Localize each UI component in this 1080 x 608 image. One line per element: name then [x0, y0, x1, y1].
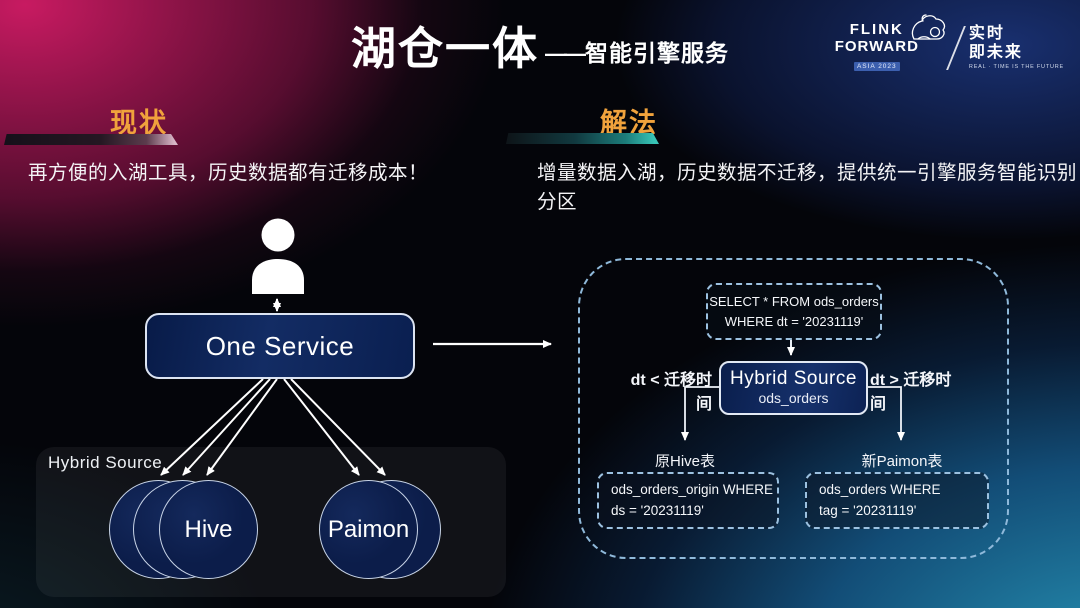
section-desc-current: 再方便的入湖工具，历史数据都有迁移成本！ [28, 162, 429, 184]
slide-title-row: 湖仓一体 —— 智能引擎服务 [0, 24, 1080, 74]
branch-label-paimon: 新Paimon表 [861, 453, 943, 470]
sql-query-line1: SELECT * FROM ods_orders [709, 294, 879, 309]
hive-result-line2: ds = '20231119' [611, 502, 704, 518]
one-service-box: One Service [145, 313, 415, 379]
section-underline-current [4, 134, 178, 145]
hybrid-source-box-title: Hybrid Source [730, 368, 857, 390]
hybrid-source-box-table: ods_orders [758, 390, 829, 407]
branch-label-hive: 原Hive表 [654, 453, 715, 470]
condition-label-left: dt < 迁移时间 [630, 372, 712, 413]
paimon-result-line1: ods_orders WHERE [819, 482, 941, 498]
solution-dashed-container [578, 258, 1009, 559]
logo-text-flink: FLINK [849, 21, 904, 38]
logo-slogan-line2: 即未来 [968, 43, 1023, 61]
paimon-circle-front: Paimon [319, 480, 418, 579]
hive-circle-front: Hive [159, 480, 258, 579]
paimon-label: Paimon [327, 515, 410, 543]
section-underline-solution [506, 133, 659, 144]
hive-result-box: ods_orders_origin WHERE ds = '20231119' [597, 472, 779, 529]
section-label-current: 现状 [110, 108, 168, 138]
squirrel-icon [911, 14, 946, 40]
hive-label: Hive [184, 515, 233, 543]
page-title: 湖仓一体 [350, 23, 539, 74]
paimon-result-line2: tag = '20231119' [819, 502, 917, 518]
person-icon [252, 218, 304, 294]
paimon-result-box: ods_orders WHERE tag = '20231119' [805, 472, 989, 529]
title-dash: —— [545, 40, 586, 66]
section-desc-solution: 增量数据入湖，历史数据不迁移，提供统一引擎服务智能识别分区 [537, 162, 1078, 213]
page-subtitle: 智能引擎服务 [585, 39, 729, 66]
logo-slogan-caption: REAL · TIME IS THE FUTURE [968, 63, 1064, 70]
condition-label-right: dt > 迁移时间 [870, 372, 952, 413]
one-service-label: One Service [205, 330, 355, 361]
hybrid-source-container-label: Hybrid Source [48, 453, 163, 472]
logo-slogan: 实时 即未来 REAL · TIME IS THE FUTURE [969, 25, 1064, 70]
logo-slogan-line1: 实时 [968, 25, 1005, 43]
hybrid-source-box: Hybrid Source ods_orders [719, 361, 868, 415]
logo-badge: ASIA 2023 [853, 62, 900, 71]
sql-query-box: SELECT * FROM ods_orders WHERE dt = '202… [706, 283, 882, 340]
logo-wordmark: FLINK FORWARD ASIA 2023 [834, 14, 946, 73]
logo-text-forward: FORWARD [834, 37, 919, 55]
hybrid-source-container: Hybrid Source Hive Paimon [36, 447, 506, 597]
flink-forward-logo: FLINK FORWARD ASIA 2023 实时 即未来 REAL · TI… [834, 14, 1064, 73]
logo-divider [946, 25, 966, 70]
sql-query-line2: WHERE dt = '20231119' [724, 313, 864, 329]
hive-result-line1: ods_orders_origin WHERE [611, 482, 774, 498]
